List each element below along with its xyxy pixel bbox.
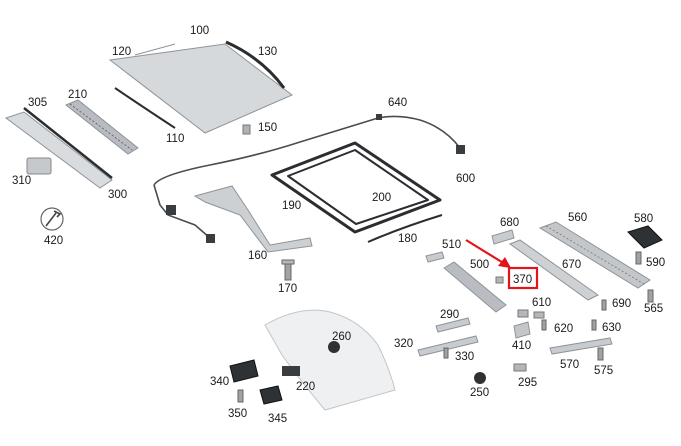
part-220-block[interactable] bbox=[282, 366, 300, 376]
label-340[interactable]: 340 bbox=[210, 376, 229, 388]
part-300-seal[interactable] bbox=[23, 107, 113, 179]
label-170[interactable]: 170 bbox=[278, 283, 297, 295]
part-295-clip[interactable] bbox=[513, 363, 527, 372]
label-150[interactable]: 150 bbox=[258, 122, 277, 134]
label-190[interactable]: 190 bbox=[282, 200, 301, 212]
part-680-bracket[interactable] bbox=[491, 229, 515, 245]
part-100-glass-panel[interactable] bbox=[108, 43, 293, 134]
label-260[interactable]: 260 bbox=[332, 331, 351, 343]
label-560[interactable]: 560 bbox=[568, 212, 587, 224]
part-210-rail[interactable] bbox=[65, 99, 139, 155]
label-220[interactable]: 220 bbox=[296, 381, 315, 393]
part-250-grommet[interactable] bbox=[474, 372, 486, 384]
label-690[interactable]: 690 bbox=[612, 298, 631, 310]
part-590-screw[interactable] bbox=[635, 251, 642, 265]
part-305-panel[interactable] bbox=[4, 111, 113, 189]
part-575-screw[interactable] bbox=[597, 347, 604, 361]
part-290-rail[interactable] bbox=[435, 317, 471, 333]
part-410-bracket[interactable] bbox=[513, 321, 531, 339]
part-190-outer-seal[interactable] bbox=[270, 141, 442, 234]
label-320[interactable]: 320 bbox=[394, 338, 413, 350]
label-250[interactable]: 250 bbox=[470, 387, 489, 399]
part-320-rail[interactable] bbox=[417, 335, 479, 357]
part-130-dark-seal[interactable] bbox=[225, 40, 286, 89]
label-210[interactable]: 210 bbox=[68, 89, 87, 101]
part-110-seal[interactable] bbox=[114, 87, 176, 129]
label-120[interactable]: 120 bbox=[112, 46, 131, 58]
label-670[interactable]: 670 bbox=[562, 259, 581, 271]
part-370-clip[interactable] bbox=[495, 276, 504, 284]
label-200[interactable]: 200 bbox=[372, 192, 391, 204]
part-160-frame[interactable] bbox=[193, 185, 313, 253]
label-600[interactable]: 600 bbox=[456, 173, 475, 185]
label-180[interactable]: 180 bbox=[398, 233, 417, 245]
label-290[interactable]: 290 bbox=[440, 309, 459, 321]
part-330-screw[interactable] bbox=[443, 347, 449, 359]
label-345[interactable]: 345 bbox=[268, 413, 287, 425]
label-630[interactable]: 630 bbox=[602, 322, 621, 334]
label-110[interactable]: 110 bbox=[166, 133, 184, 145]
label-420[interactable]: 420 bbox=[44, 235, 63, 247]
part-420-tool-icon[interactable] bbox=[40, 207, 64, 231]
label-640[interactable]: 640 bbox=[388, 97, 407, 109]
part-670-rail[interactable] bbox=[508, 239, 599, 301]
part-640-wire-harness[interactable] bbox=[153, 114, 465, 243]
part-headliner[interactable] bbox=[264, 309, 396, 411]
part-565-screw[interactable] bbox=[647, 289, 654, 303]
part-610-clip[interactable] bbox=[517, 309, 545, 319]
part-200-inner-seal[interactable] bbox=[287, 149, 429, 225]
part-350-screw[interactable] bbox=[237, 389, 244, 403]
part-345-motor[interactable] bbox=[259, 385, 283, 405]
label-680[interactable]: 680 bbox=[500, 217, 519, 229]
highlight-box-370[interactable] bbox=[507, 266, 539, 290]
label-370[interactable]: 370 bbox=[513, 274, 532, 286]
label-330[interactable]: 330 bbox=[455, 351, 474, 363]
part-260-grommet[interactable] bbox=[328, 341, 340, 353]
part-580-motor[interactable] bbox=[627, 225, 663, 249]
part-510-bracket[interactable] bbox=[425, 251, 445, 263]
part-570-rail[interactable] bbox=[549, 337, 613, 355]
label-300[interactable]: 300 bbox=[108, 189, 127, 201]
part-310-block[interactable] bbox=[26, 157, 52, 175]
part-690-screw[interactable] bbox=[601, 299, 607, 311]
label-160[interactable]: 160 bbox=[248, 250, 267, 262]
label-575[interactable]: 575 bbox=[594, 365, 613, 377]
part-560-rail[interactable] bbox=[538, 221, 651, 289]
label-510[interactable]: 510 bbox=[442, 239, 461, 251]
label-620[interactable]: 620 bbox=[554, 323, 573, 335]
label-570[interactable]: 570 bbox=[560, 359, 579, 371]
label-590[interactable]: 590 bbox=[646, 257, 665, 269]
label-350[interactable]: 350 bbox=[228, 408, 247, 420]
part-150-clip[interactable] bbox=[242, 124, 251, 135]
part-340-motor[interactable] bbox=[229, 359, 259, 383]
label-100[interactable]: 100 bbox=[190, 25, 209, 37]
label-305[interactable]: 305 bbox=[28, 97, 47, 109]
part-500-rail[interactable] bbox=[443, 261, 507, 313]
part-170-screw[interactable] bbox=[281, 259, 295, 281]
label-130[interactable]: 130 bbox=[258, 46, 277, 58]
label-295[interactable]: 295 bbox=[518, 377, 537, 389]
highlight-arrow bbox=[465, 239, 511, 268]
label-610[interactable]: 610 bbox=[532, 297, 551, 309]
part-120-seal-strip[interactable] bbox=[134, 43, 176, 56]
part-180-seal[interactable] bbox=[367, 214, 443, 243]
part-630-screw[interactable] bbox=[591, 319, 597, 331]
label-500[interactable]: 500 bbox=[470, 259, 489, 271]
label-580[interactable]: 580 bbox=[634, 213, 653, 225]
label-310[interactable]: 310 bbox=[12, 175, 31, 187]
label-565[interactable]: 565 bbox=[644, 303, 663, 315]
label-410[interactable]: 410 bbox=[512, 340, 531, 352]
part-620-screw[interactable] bbox=[541, 319, 547, 331]
